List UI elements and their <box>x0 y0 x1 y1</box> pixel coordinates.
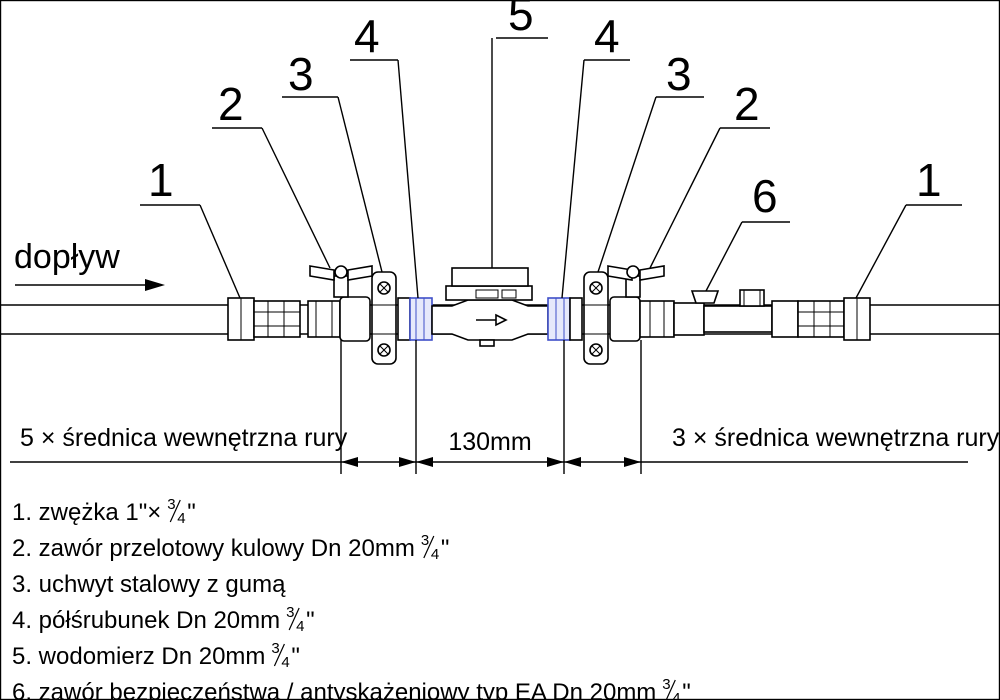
legend-fraction-numerator: 3 <box>286 604 294 621</box>
legend: 1. zwężka 1"×34"2. zawór przelotowy kulo… <box>12 496 691 700</box>
legend-item: 6. zawór bezpieczeństwa / antyskażeniowy… <box>12 676 691 700</box>
legend-fraction-slash <box>423 535 435 559</box>
callout-5: 5 <box>508 0 534 40</box>
half-union-right <box>547 297 583 341</box>
legend-fraction-numerator: 3 <box>271 640 279 657</box>
legend-item: 4. półśrubunek Dn 20mm 34" <box>12 604 315 635</box>
legend-item: 5. wodomierz Dn 20mm 34" <box>12 640 300 671</box>
legend-fraction-numerator: 3 <box>421 532 429 549</box>
legend-item: 1. zwężka 1"× 34" <box>12 496 196 527</box>
legend-item-text: 1. zwężka 1"× <box>12 499 161 526</box>
callout-4-right: 4 <box>594 10 620 62</box>
callout-1-right: 1 <box>916 154 942 206</box>
legend-fraction-denominator: 4 <box>431 546 439 563</box>
legend-item-text: 5. wodomierz Dn 20mm <box>12 643 265 670</box>
bracket-right <box>583 271 609 365</box>
legend-item-suffix: " <box>682 679 691 700</box>
legend-item-text: 2. zawór przelotowy kulowy Dn 20mm <box>12 535 415 562</box>
ball-valve-right <box>607 265 675 342</box>
legend-fraction-denominator: 4 <box>177 510 185 527</box>
legend-fraction-denominator: 4 <box>672 690 680 700</box>
dimension-meter-length: 130mm <box>448 428 531 456</box>
legend-fraction-numerator: 3 <box>167 496 175 513</box>
bracket-left <box>371 271 397 365</box>
reducer-right <box>771 297 871 341</box>
reducer-left <box>227 297 301 341</box>
legend-item-suffix: " <box>291 643 300 670</box>
flow-arrow <box>15 279 165 291</box>
legend-item: 3. uchwyt stalowy z gumą <box>12 571 286 598</box>
callout-6: 6 <box>752 170 778 222</box>
legend-fraction-numerator: 3 <box>662 676 670 693</box>
half-union-left <box>397 297 433 341</box>
safety-valve <box>673 289 773 336</box>
legend-fraction-slash <box>169 499 181 523</box>
legend-fraction-denominator: 4 <box>281 654 289 671</box>
water-meter <box>431 267 549 347</box>
legend-fraction-slash <box>273 643 285 667</box>
dimension-upstream-label: 5 × średnica wewnętrzna rury <box>20 424 348 452</box>
legend-item-suffix: " <box>187 499 196 526</box>
callout-1-left: 1 <box>148 154 174 206</box>
dimension-lines <box>10 340 968 474</box>
legend-item-suffix: " <box>441 535 450 562</box>
ball-valve-left <box>307 265 373 342</box>
legend-item-text: 6. zawór bezpieczeństwa / antyskażeniowy… <box>12 679 656 700</box>
legend-fraction-slash <box>288 607 300 631</box>
flow-label: dopływ <box>14 238 120 276</box>
legend-item-suffix: " <box>306 607 315 634</box>
callout-2-left: 2 <box>218 78 244 130</box>
legend-fraction-denominator: 4 <box>296 618 304 635</box>
callout-2-right: 2 <box>734 78 760 130</box>
legend-item: 2. zawór przelotowy kulowy Dn 20mm 34" <box>12 532 449 563</box>
leader-lines <box>140 37 962 299</box>
callout-3-left: 3 <box>288 48 314 100</box>
callout-4-left: 4 <box>354 10 380 62</box>
dimension-downstream-label: 3 × średnica wewnętrzna rury <box>672 424 1000 452</box>
callout-3-right: 3 <box>666 48 692 100</box>
legend-item-text: 3. uchwyt stalowy z gumą <box>12 571 286 598</box>
legend-item-text: 4. półśrubunek Dn 20mm <box>12 607 280 634</box>
legend-fraction-slash <box>665 679 676 700</box>
